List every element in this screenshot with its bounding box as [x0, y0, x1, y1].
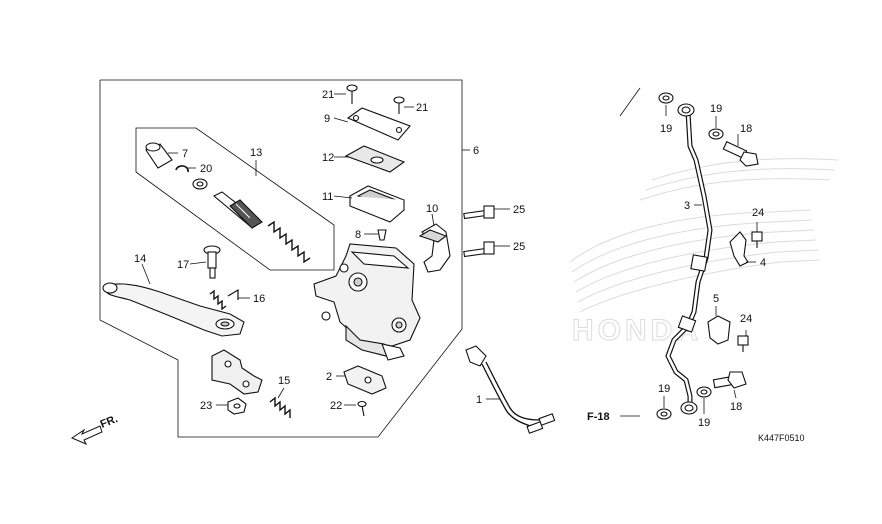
callout-17: 17: [177, 259, 189, 271]
front-direction-arrow: FR.: [70, 413, 120, 445]
brake-hose-part: [665, 103, 713, 415]
diaphragm-plate-part: [344, 145, 406, 173]
honda-wing-watermark: HONDA: [569, 158, 839, 348]
callout-23: 23: [200, 400, 212, 412]
lever-bracket-part: [211, 349, 263, 395]
callout-22: 22: [330, 400, 342, 412]
callout-5: 5: [713, 293, 719, 305]
callout-25-b: 25: [513, 241, 525, 253]
screw-part-21a: [346, 84, 358, 104]
callout-24-a: 24: [752, 207, 764, 219]
hose-clamp-part-4: [729, 231, 749, 267]
callout-1: 1: [476, 394, 482, 406]
callout-11: 11: [322, 191, 333, 203]
screw-part-21b: [393, 96, 405, 114]
callout-15: 15: [278, 375, 290, 387]
figure-code: K447F0510: [758, 433, 805, 443]
circlip-part: [175, 165, 189, 173]
bolt-part-25a: [463, 205, 495, 220]
callout-14: 14: [134, 253, 146, 265]
front-arrow-label: FR.: [99, 413, 120, 431]
leader-lines: [141, 87, 758, 417]
callout-9: 9: [324, 113, 330, 125]
bolt-part-24a: [751, 231, 763, 248]
diaphragm-part: [348, 185, 406, 223]
switch-screw-part: [357, 400, 367, 417]
callout-20: 20: [200, 163, 212, 175]
callout-6: 6: [473, 145, 479, 157]
compression-spring-part: [269, 396, 291, 418]
callout-21-b: 21: [416, 102, 428, 114]
master-cylinder-group-outline: [99, 79, 463, 438]
callout-19-d: 19: [698, 417, 710, 429]
oil-bolt-part-18a: [722, 140, 759, 167]
bolt-part-24b: [737, 335, 749, 352]
sealing-washer-part-19a: [658, 92, 674, 104]
reservoir-cap-part: [346, 107, 411, 141]
callout-10: 10: [426, 203, 438, 215]
callout-labels: 21 21 9 12 11 8 10 6 25 25 13 7 20 14 17…: [134, 89, 766, 429]
callout-18-a: 18: [740, 123, 752, 135]
callout-7: 7: [182, 148, 188, 160]
brake-light-switch-part: [343, 365, 387, 395]
pivot-bolt-part: [203, 245, 221, 279]
lever-spring-part: [209, 288, 239, 311]
sealing-washer-part-19b: [708, 128, 724, 140]
bolt-part-25b: [463, 241, 495, 258]
brake-lever-part: [102, 282, 245, 337]
callout-24-b: 24: [740, 313, 752, 325]
sealing-washer-part-19c: [656, 408, 672, 420]
sealing-washer-part-19d: [696, 386, 712, 398]
switch-wire-part: [465, 345, 556, 434]
callout-19-b: 19: [710, 103, 722, 115]
callout-13: 13: [250, 147, 262, 159]
piston-part: [213, 191, 263, 229]
piston-spring-part: [267, 220, 311, 264]
callout-16: 16: [253, 293, 265, 305]
callout-18-b: 18: [730, 401, 742, 413]
callout-3: 3: [684, 200, 690, 212]
piston-kit-outline: [135, 127, 335, 271]
callout-19-a: 19: [660, 123, 672, 135]
callout-8: 8: [355, 229, 361, 241]
reference-label: F-18: [587, 411, 610, 423]
callout-19-c: 19: [658, 383, 670, 395]
callout-2: 2: [326, 371, 332, 383]
master-cylinder-body-part: [313, 243, 421, 361]
callout-21-a: 21: [322, 89, 334, 101]
hose-clamp-part-5: [707, 315, 731, 345]
washer-part: [192, 178, 208, 190]
boot-part: [145, 142, 173, 169]
nut-part: [227, 397, 247, 415]
callout-12: 12: [322, 152, 334, 164]
callout-4: 4: [760, 257, 766, 269]
honda-watermark-text: HONDA: [572, 314, 702, 347]
callout-25-a: 25: [513, 204, 525, 216]
float-part: [377, 229, 387, 241]
master-cylinder-holder-part: [418, 223, 451, 273]
oil-bolt-part-18b: [712, 371, 747, 389]
